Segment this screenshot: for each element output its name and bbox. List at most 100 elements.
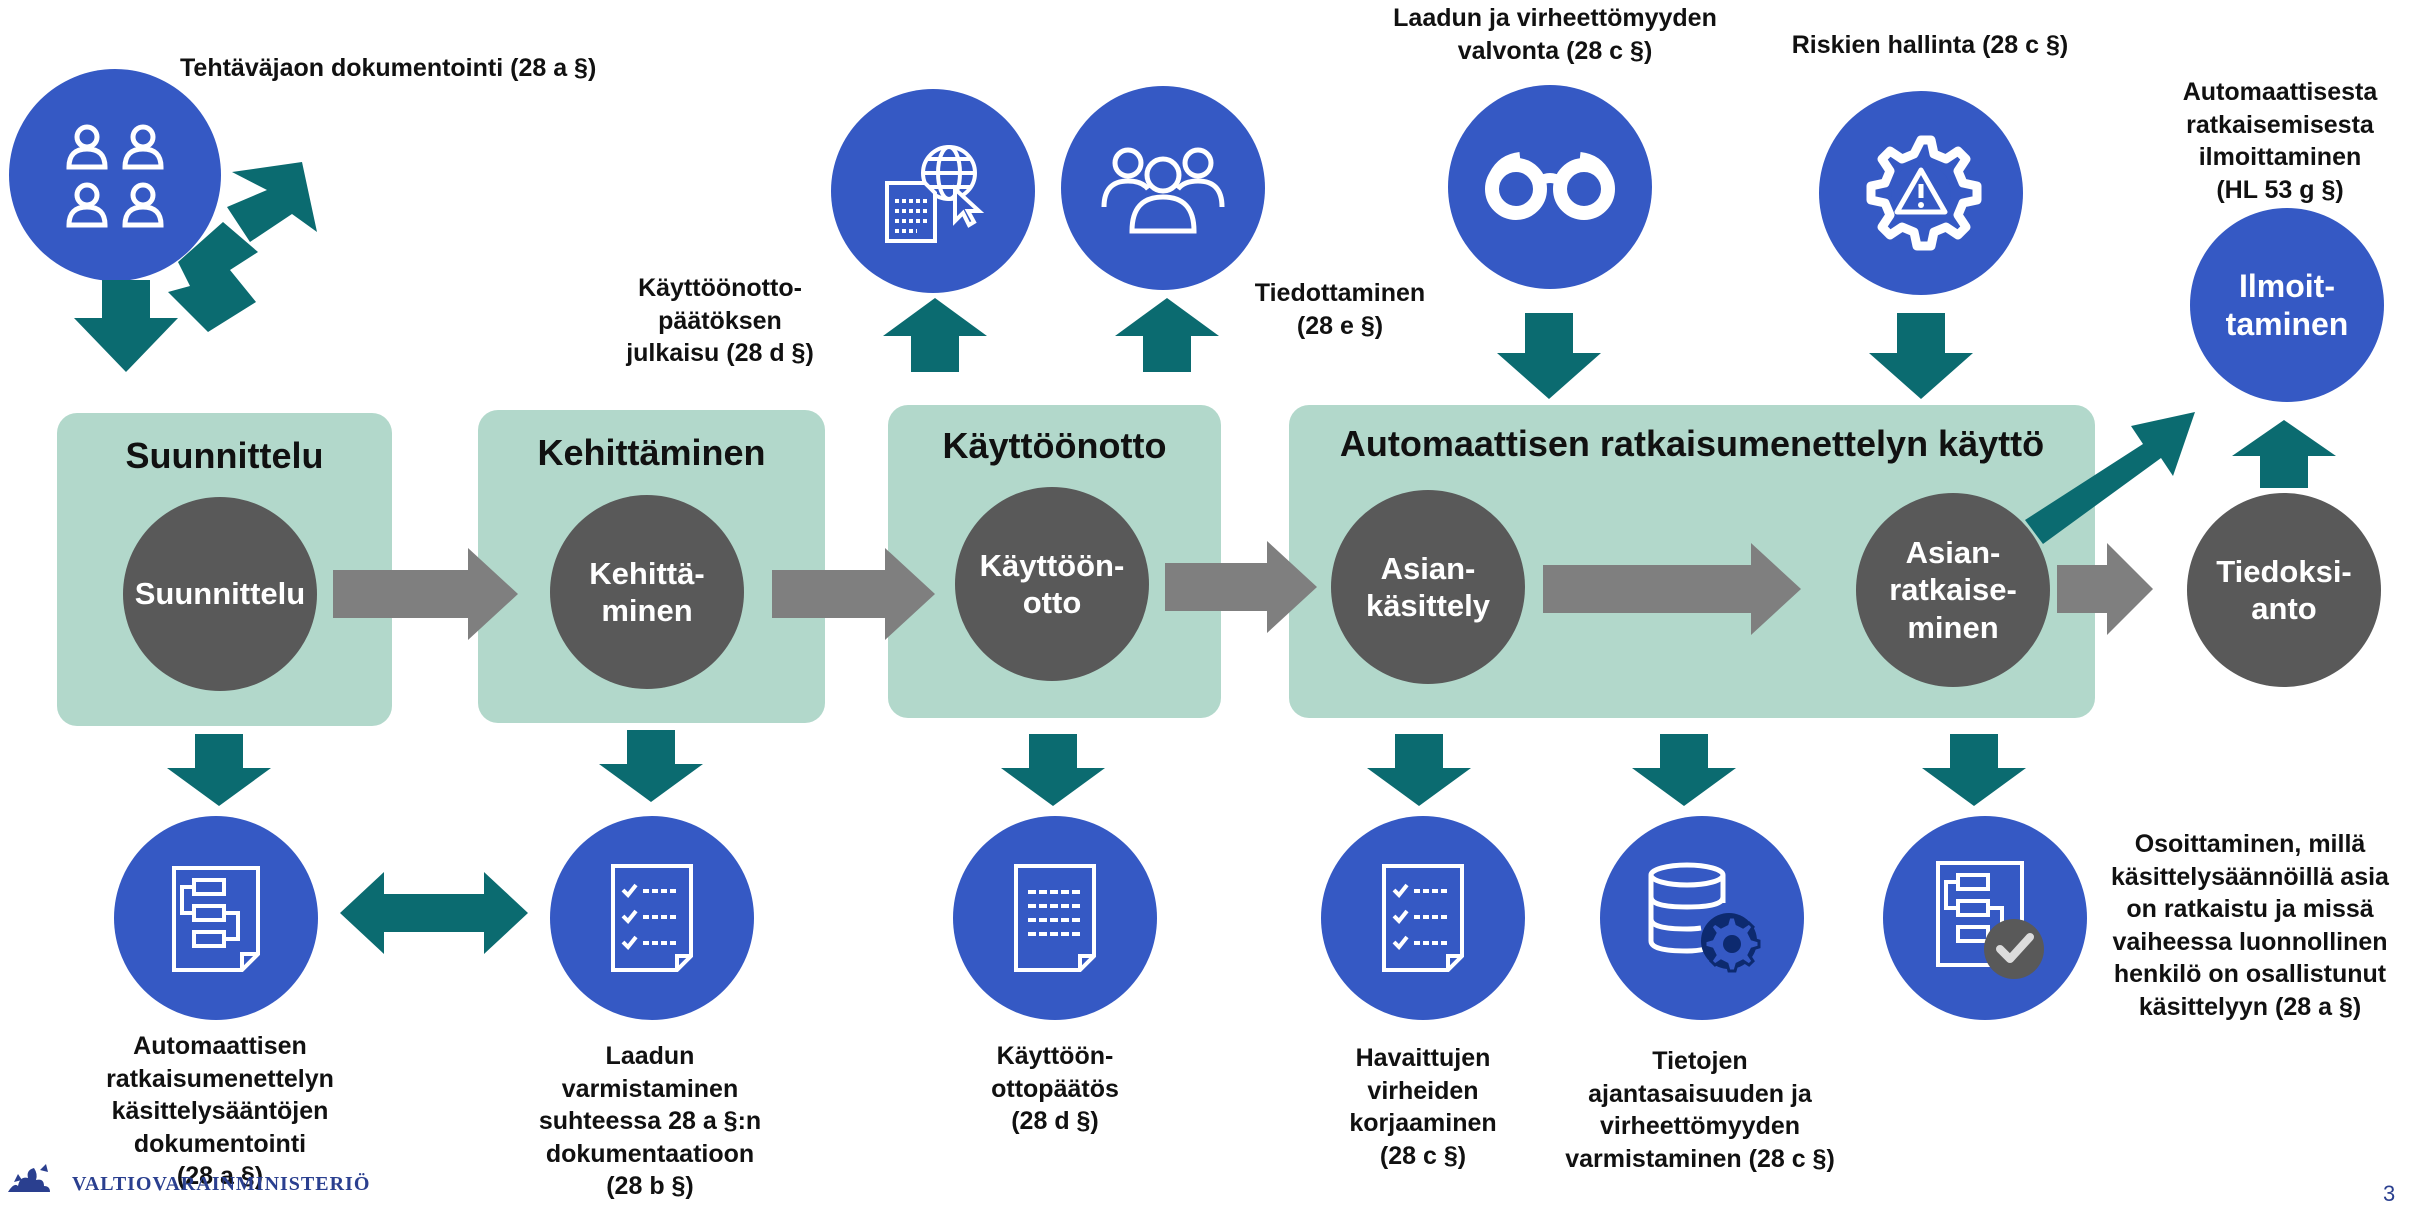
label-osoittaminen-line5: henkilö on osallistunut [2113, 960, 2387, 988]
ministry-logo-icon [4, 1162, 64, 1200]
label-tiedottaminen: Tiedottaminen (28 e §) [1220, 277, 1460, 342]
label-virheet-line2: virheiden [1367, 1076, 1479, 1105]
label-dokumentointi-line2: ratkaisumenettelyn [106, 1064, 334, 1093]
label-laadun-line3: suhteessa 28 a §:n [538, 1107, 762, 1135]
circle-asianratkaiseminen-line1: Asian- [1905, 535, 2001, 571]
phase-title-kayttoonotto: Käyttöönotto [942, 425, 1167, 466]
label-paatos-line2: ottopäätös [991, 1074, 1119, 1103]
circle-text-document [953, 816, 1157, 1020]
page-number: 3 [2383, 1181, 2396, 1206]
circle-kayttoonotto-line1: Käyttöön- [979, 547, 1125, 583]
label-tehtavajako: Tehtäväjaon dokumentointi (28 a §) [180, 54, 597, 82]
circle-kayttoonotto-line2: otto [1022, 585, 1082, 620]
circle-suunnittelu: Suunnittelu [123, 497, 317, 691]
circle-suunnittelu-label: Suunnittelu [134, 576, 306, 612]
label-ilmoitus-line2: ratkaisemisesta [2186, 110, 2374, 139]
label-ilmoitus: Automaattisesta ratkaisemisesta ilmoitta… [2120, 76, 2410, 206]
teal-arrow-down-riskit [1869, 313, 1973, 399]
phase-title-kehittaminen: Kehittäminen [537, 432, 766, 473]
circle-kayttoonotto: Käyttöön-otto [955, 487, 1149, 681]
circle-tiedoksianto-line1: Tiedoksi- [2216, 553, 2352, 589]
label-tietojen-line2: ajantasaisuuden ja [1588, 1079, 1812, 1108]
circle-flowchart-check [1883, 816, 2087, 1020]
label-tietojen-line3: virheettömyyden [1599, 1112, 1801, 1140]
circle-checklist-1 [550, 816, 754, 1020]
circle-tiedoksianto-line2: anto [2251, 591, 2317, 626]
label-dokumentointi-line4: dokumentointi [133, 1129, 307, 1158]
label-ilmoitus-line1: Automaattisesta [2182, 78, 2378, 106]
label-laadun-line1: Laadun [605, 1042, 695, 1070]
label-laadun: Laadun varmistaminen suhteessa 28 a §:n … [490, 1040, 810, 1203]
circle-ilmoittaminen-line2: taminen [2225, 306, 2349, 342]
database-gear-icon [1648, 862, 1761, 973]
teal-arrow-up-tiedottaminen [1115, 298, 1219, 372]
circle-checklist-2 [1321, 816, 1525, 1020]
label-virheet-line1: Havaittujen [1355, 1044, 1491, 1072]
label-dokumentointi-line5: (28 a §) [176, 1162, 264, 1190]
label-tiedottaminen-line2: (28 e §) [1296, 311, 1384, 340]
label-ilmoitus-line4: (HL 53 g §) [2216, 175, 2344, 204]
phase-title-kaytto: Automaattisen ratkaisumenettelyn käyttö [1339, 423, 2045, 464]
circle-kehittaminen-line2: minen [601, 593, 693, 628]
checklist-icon [1382, 864, 1464, 972]
circle-tehtavajako [9, 69, 221, 281]
label-ilmoitus-line3: ilmoittaminen [2198, 143, 2362, 171]
label-virheet-line4: (28 c §) [1379, 1141, 1467, 1170]
label-julkaisu-line1: Käyttöönotto- [638, 274, 802, 302]
circle-web-document [831, 89, 1035, 293]
circle-tiedoksianto: Tiedoksi-anto [2187, 493, 2381, 687]
footer-logo-text: VALTIOVARAINMINISTERIÖ [72, 1173, 371, 1195]
flowchart-check-icon [1936, 861, 2044, 979]
teal-arrow-tehtavajako-1 [74, 280, 178, 372]
label-paatos: Käyttöön- ottopäätös (28 d §) [905, 1040, 1205, 1138]
binoculars-icon [1485, 152, 1615, 220]
label-julkaisu: Käyttöönotto- päätöksen julkaisu (28 d §… [600, 272, 840, 370]
circle-team [1061, 86, 1265, 290]
double-arrow-teal [340, 872, 528, 954]
label-laadun-line5: (28 b §) [606, 1172, 694, 1200]
label-laadun-line2: varmistaminen [561, 1074, 739, 1103]
teal-arrow-tehtavajako-3 [222, 162, 317, 262]
circle-kehittaminen-line1: Kehittä- [589, 555, 705, 591]
label-tietojen-line1: Tietojen [1652, 1047, 1748, 1075]
label-julkaisu-line3: julkaisu (28 d §) [626, 339, 814, 367]
label-tietojen: Tietojen ajantasaisuuden ja virheettömyy… [1535, 1045, 1865, 1175]
label-virheet: Havaittujen virheiden korjaaminen (28 c … [1273, 1042, 1573, 1172]
teal-arrow-tehtavajako-2 [168, 222, 268, 332]
text-document-icon [1014, 864, 1096, 972]
process-arrow-3 [1165, 541, 1317, 633]
circle-asiankasittely-line2: käsittely [1365, 588, 1491, 623]
teal-arrow-up-julkaisu [883, 298, 987, 372]
process-arrow-2 [772, 548, 935, 640]
label-laatu-line1: Laadun ja virheettömyyden [1393, 4, 1717, 32]
circle-ilmoittaminen-line1: Ilmoit- [2239, 267, 2335, 304]
circle-ilmoittaminen: Ilmoit-taminen [2190, 208, 2384, 402]
label-dokumentointi-line1: Automaattisen [133, 1032, 307, 1060]
circle-kehittaminen: Kehittä-minen [550, 495, 744, 689]
team-icon [1101, 147, 1225, 234]
process-arrow-5 [2057, 543, 2153, 635]
circle-asiankasittely: Asian-käsittely [1331, 490, 1525, 684]
circle-asianratkaiseminen-line3: minen [1907, 609, 1999, 645]
label-osoittaminen: Osoittaminen, millä käsittelysäännöillä … [2090, 828, 2410, 1023]
label-paatos-line3: (28 d §) [1011, 1107, 1099, 1135]
teal-arrow-down-2 [599, 730, 703, 802]
teal-arrow-down-laatu [1497, 313, 1601, 399]
teal-arrow-down-1 [167, 734, 271, 806]
circle-asianratkaiseminen-line2: ratkaise- [1889, 572, 2017, 608]
circle-gear-warning [1819, 91, 2023, 295]
people-group-icon [66, 124, 164, 228]
label-riskit: Riskien hallinta (28 c §) [1791, 31, 2069, 59]
teal-arrow-down-5 [1632, 734, 1736, 806]
phase-title-suunnittelu: Suunnittelu [125, 435, 324, 476]
gear-warning-icon [1866, 135, 1982, 251]
label-julkaisu-line2: päätöksen [658, 306, 782, 335]
label-dokumentointi: Automaattisen ratkaisumenettelyn käsitte… [60, 1030, 380, 1193]
label-laatu-line2: valvonta (28 c §) [1457, 36, 1653, 65]
teal-arrow-down-6 [1922, 734, 2026, 806]
label-paatos-line1: Käyttöön- [996, 1042, 1114, 1070]
process-arrow-4 [1543, 543, 1801, 635]
circle-binoculars [1448, 85, 1652, 289]
circle-asianratkaiseminen: Asian-ratkaise-minen [1856, 493, 2050, 687]
teal-arrow-down-3 [1001, 734, 1105, 806]
